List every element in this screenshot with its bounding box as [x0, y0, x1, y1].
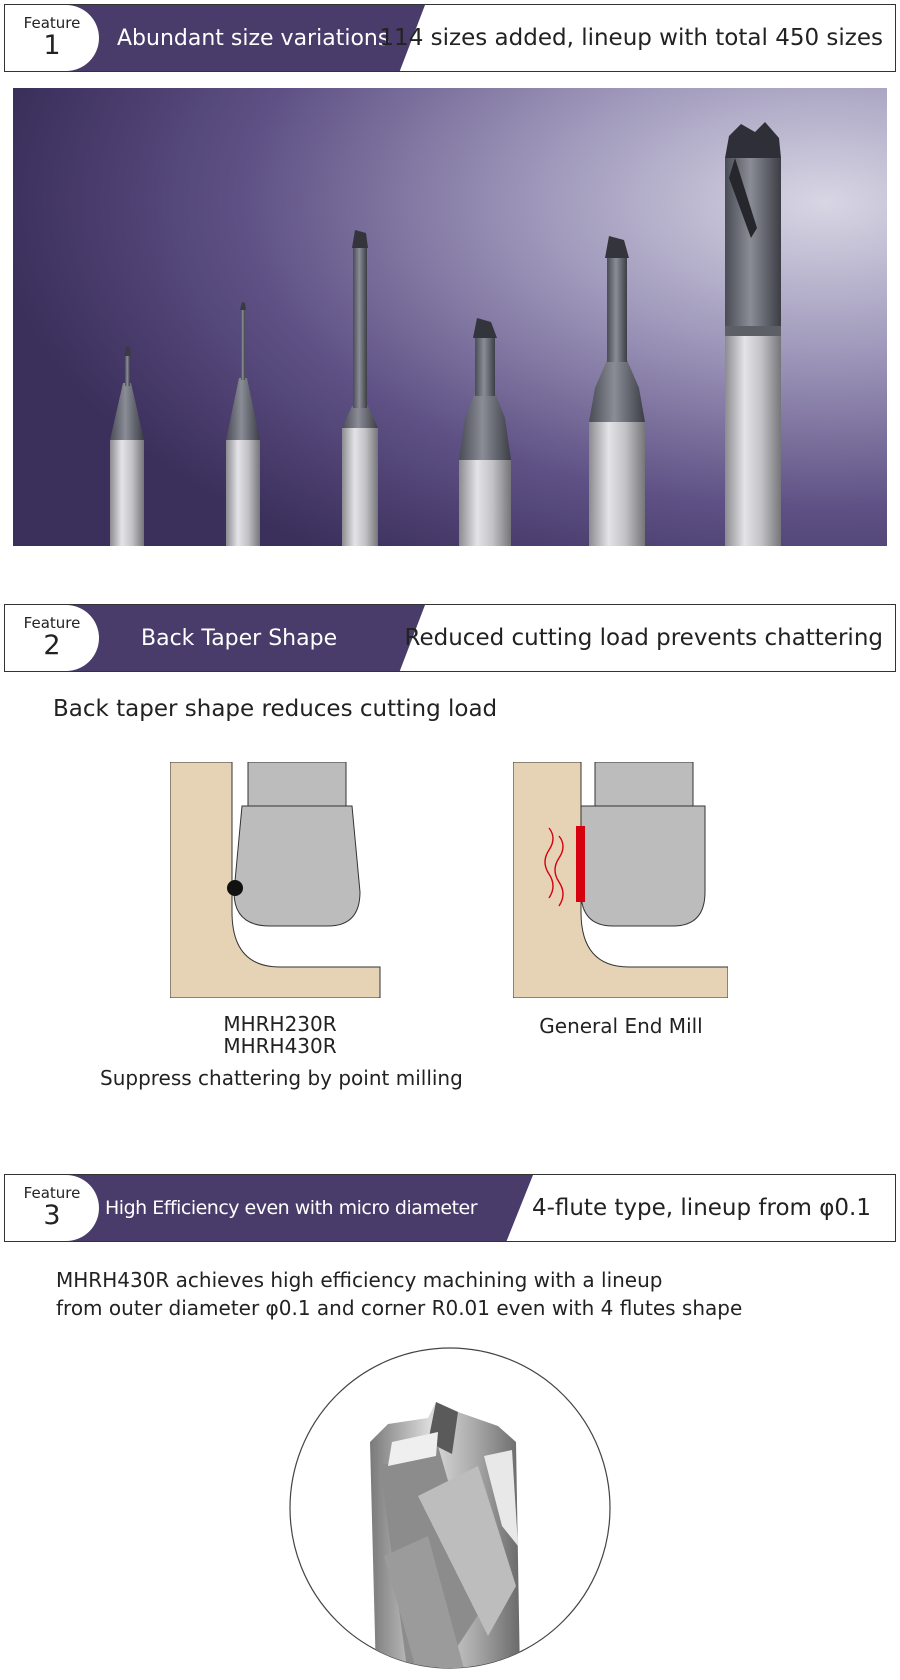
feature-2-title: Back Taper Shape: [141, 625, 338, 651]
chatter-contact-bar: [576, 826, 585, 902]
feature-3-label: Feature: [23, 1184, 81, 1202]
end-mill-3: [342, 230, 378, 546]
feature-3-number: 3: [43, 1200, 61, 1231]
feature-1-label: Feature: [23, 14, 81, 32]
back-taper-caption: MHRH230R MHRH430R Suppress chattering by…: [100, 1012, 463, 1090]
feature-2-label: Feature: [23, 614, 81, 632]
general-end-mill-caption: General End Mill: [539, 1014, 703, 1038]
feature-2-badge: Feature 2: [5, 605, 99, 671]
feature-1-subtitle: 114 sizes added, lineup with total 450 s…: [379, 25, 883, 51]
feature-2-heading: Back taper shape reduces cutting load: [53, 696, 498, 722]
feature-3-text-line-1: MHRH430R achieves high efficiency machin…: [56, 1268, 663, 1292]
feature-1-badge: Feature 1: [5, 5, 99, 71]
tool-shank-right: [594, 762, 694, 807]
feature-2-header: Feature 2 Back Taper Shape Reduced cutti…: [4, 604, 896, 672]
feature-3-title: High Efficiency even with micro diameter: [105, 1197, 478, 1219]
end-mill-4: [459, 318, 511, 546]
tool-shank-left: [247, 762, 347, 807]
workpiece-right: [513, 762, 728, 998]
end-mill-2: [226, 302, 260, 546]
contact-point-dot: [227, 880, 243, 896]
feature-2-number: 2: [43, 630, 61, 661]
end-mill-1: [110, 346, 144, 546]
end-mill-5: [589, 236, 645, 546]
feature-3-text-line-2: from outer diameter φ0.1 and corner R0.0…: [56, 1296, 743, 1320]
feature-1-number: 1: [43, 30, 61, 61]
caption-model-2: MHRH430R: [223, 1034, 337, 1058]
workpiece-left: [170, 762, 381, 998]
caption-model-1: MHRH230R: [223, 1012, 337, 1036]
end-mill-6: [725, 122, 781, 546]
tool-head-right: [580, 805, 706, 927]
general-end-mill-diagram: [513, 762, 728, 998]
feature-3-subtitle: 4-flute type, lineup from φ0.1: [531, 1195, 871, 1221]
feature-3-badge: Feature 3: [5, 1175, 99, 1241]
feature-1-title: Abundant size variations: [117, 25, 390, 51]
feature-1-header: Feature 1 Abundant size variations 114 s…: [4, 4, 896, 72]
vibration-icon: [544, 827, 564, 907]
caption-description: Suppress chattering by point milling: [100, 1066, 463, 1090]
tool-head-left: [233, 805, 361, 927]
feature-3-header: Feature 3 High Efficiency even with micr…: [4, 1174, 896, 1242]
end-mill-lineup-photo: [13, 88, 887, 546]
micro-end-mill-tip-image: [289, 1347, 611, 1669]
back-taper-diagram: [170, 762, 381, 998]
feature-2-subtitle: Reduced cutting load prevents chattering: [404, 625, 883, 651]
